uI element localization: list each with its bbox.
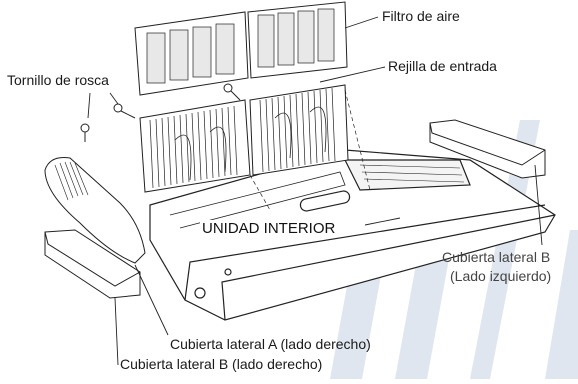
side-cover-b-left [429,119,546,179]
label-side-cover-b-right: Cubierta lateral B (lado derecho) [120,356,323,372]
screws [80,83,241,142]
label-intake-grille: Rejilla de entrada [388,58,497,74]
air-filters [134,1,348,96]
label-side-cover-b-left-line2: (Lado izquierdo) [450,268,552,284]
label-air-filter: Filtro de aire [382,8,460,24]
indoor-unit-body [149,149,556,321]
label-screw: Tornillo de rosca [7,72,109,88]
intake-grilles [139,84,371,211]
side-cover-b-right [44,229,141,299]
label-indoor-unit: UNIDAD INTERIOR [200,220,338,237]
label-side-cover-a-right: Cubierta lateral A (lado derecho) [170,336,371,352]
leader-lines [87,16,543,366]
label-side-cover-b-left-line1: Cubierta lateral B [442,249,551,265]
side-cover-a-right [44,157,146,264]
